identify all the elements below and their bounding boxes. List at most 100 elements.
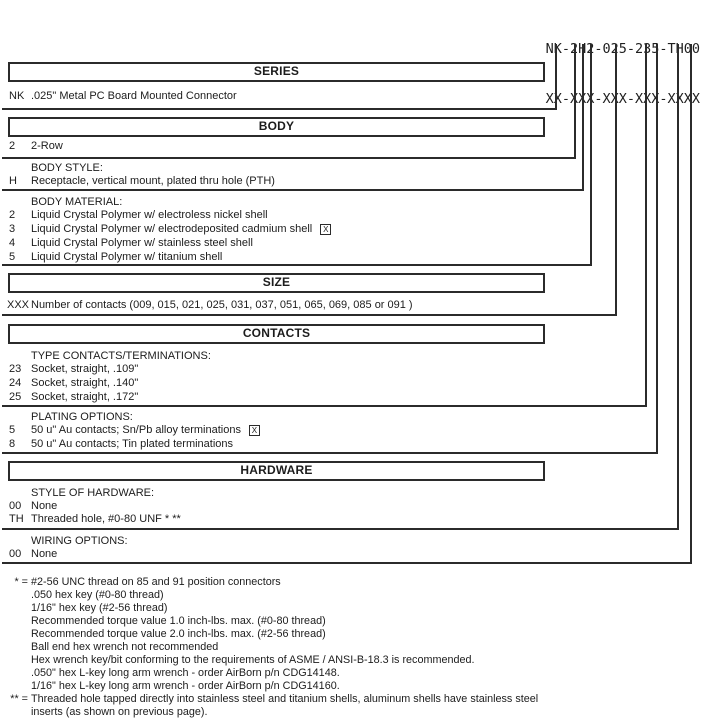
option-code: TH [9, 513, 24, 525]
series-option-row: NK .025" Metal PC Board Mounted Connecto… [0, 90, 702, 103]
option-desc-text: Liquid Crystal Polymer w/ electrodeposit… [31, 223, 313, 235]
option-desc: 2-Row [31, 140, 63, 152]
footnote-text: Hex wrench key/bit conforming to the req… [31, 654, 475, 666]
option-desc: 50 u" Au contacts; Sn/Pb alloy terminati… [31, 424, 260, 436]
footnote-line: .050 hex key (#0-80 thread) [0, 589, 702, 602]
option-code: 23 [9, 363, 22, 375]
connector-line-wiring [2, 44, 692, 564]
part-number-example: NK-2H2-025-235-TH00 [545, 41, 700, 57]
footnote-line: 1/16" hex key (#2-56 thread) [0, 602, 702, 615]
footnote-line: Recommended torque value 2.0 inch-lbs. m… [0, 628, 702, 641]
boxed-x-icon: X [248, 425, 260, 436]
connector-line-body-row [2, 44, 576, 159]
option-code: 5 [9, 424, 16, 436]
footnote-marker: ** = [10, 693, 28, 705]
footnote-line: Recommended torque value 1.0 inch-lbs. m… [0, 615, 702, 628]
footnote-text: inserts (as shown on previous page). [31, 706, 208, 718]
option-code: 00 [9, 500, 22, 512]
part-number-block: NK-2H2-025-235-TH00 XX-XXX-XXX-XXX-XXXX [546, 8, 700, 140]
option-desc: Socket, straight, .140" [31, 377, 139, 389]
option-desc: Liquid Crystal Polymer w/ stainless stee… [31, 237, 253, 249]
footnote-text: .050" hex L-key long arm wrench - order … [31, 667, 340, 679]
footnote-text: .050 hex key (#0-80 thread) [31, 589, 164, 601]
body-material-option-row: 3 Liquid Crystal Polymer w/ electrodepos… [0, 223, 702, 236]
footnote-text: 1/16" hex L-key long arm wrench - order … [31, 680, 340, 692]
footnote-line: Hex wrench key/bit conforming to the req… [0, 654, 702, 667]
hardware-title: HARDWARE [240, 463, 313, 477]
footnote-text: Threaded hole tapped directly into stain… [31, 693, 539, 705]
footnote-text: Recommended torque value 1.0 inch-lbs. m… [31, 615, 326, 627]
option-code: 8 [9, 438, 16, 450]
size-title: SIZE [262, 275, 291, 289]
contacts-type-label: TYPE CONTACTS/TERMINATIONS: [31, 350, 211, 362]
option-code: 3 [9, 223, 16, 235]
option-desc: Number of contacts (009, 015, 021, 025, … [31, 299, 413, 311]
connector-line-body-material [2, 44, 592, 266]
option-desc: Liquid Crystal Polymer w/ electroless ni… [31, 209, 268, 221]
hardware-style-option-row: TH Threaded hole, #0-80 UNF * ** [0, 513, 702, 526]
body-title: BODY [258, 119, 295, 133]
contacts-title: CONTACTS [242, 326, 311, 340]
option-desc-text: 50 u" Au contacts; Sn/Pb alloy terminati… [31, 424, 241, 436]
connector-line-series [2, 44, 557, 110]
body-style-label: BODY STYLE: [31, 162, 103, 174]
footnote-marker: * = [14, 576, 28, 588]
connector-line-contacts-type [2, 44, 647, 407]
body-option-row: 2 2-Row [0, 140, 702, 153]
option-desc: Receptacle, vertical mount, plated thru … [31, 175, 275, 187]
contacts-type-option-row: 24 Socket, straight, .140" [0, 377, 702, 390]
wiring-options-label: WIRING OPTIONS: [31, 535, 128, 547]
body-header: BODY [8, 117, 545, 137]
contacts-type-option-row: 23 Socket, straight, .109" [0, 363, 702, 376]
size-option-row: XXX Number of contacts (009, 015, 021, 0… [0, 299, 702, 312]
contacts-type-option-row: 25 Socket, straight, .172" [0, 391, 702, 404]
option-code: 2 [9, 140, 16, 152]
footnote-text: 1/16" hex key (#2-56 thread) [31, 602, 168, 614]
size-header: SIZE [8, 273, 545, 293]
hardware-header: HARDWARE [8, 461, 545, 481]
hardware-style-option-row: 00 None [0, 500, 702, 513]
plating-options-label: PLATING OPTIONS: [31, 411, 133, 423]
option-code: H [9, 175, 17, 187]
body-material-option-row: 5 Liquid Crystal Polymer w/ titanium she… [0, 251, 702, 264]
option-code: 4 [9, 237, 16, 249]
option-desc: 50 u" Au contacts; Tin plated terminatio… [31, 438, 234, 450]
option-desc: Liquid Crystal Polymer w/ titanium shell [31, 251, 223, 263]
connector-line-size [2, 44, 617, 316]
footnote-text: #2-56 UNC thread on 85 and 91 position c… [31, 576, 281, 588]
connector-line-hardware-style [2, 44, 679, 530]
connector-line-contacts-plating [2, 44, 658, 454]
body-material-option-row: 2 Liquid Crystal Polymer w/ electroless … [0, 209, 702, 222]
connector-line-body-style [2, 44, 584, 191]
option-desc: None [31, 500, 58, 512]
body-material-label: BODY MATERIAL: [31, 196, 123, 208]
footnote-text: Ball end hex wrench not recommended [31, 641, 219, 653]
option-desc: Socket, straight, .172" [31, 391, 139, 403]
option-desc: None [31, 548, 58, 560]
option-desc: .025" Metal PC Board Mounted Connector [31, 90, 237, 102]
footnote-line: .050" hex L-key long arm wrench - order … [0, 667, 702, 680]
option-desc: Threaded hole, #0-80 UNF * ** [31, 513, 181, 525]
contacts-header: CONTACTS [8, 324, 545, 344]
wiring-option-row: 00 None [0, 548, 702, 561]
footnote-line: Ball end hex wrench not recommended [0, 641, 702, 654]
option-code: 00 [9, 548, 22, 560]
option-code: 25 [9, 391, 22, 403]
plating-option-row: 8 50 u" Au contacts; Tin plated terminat… [0, 438, 702, 451]
footnote-line: 1/16" hex L-key long arm wrench - order … [0, 680, 702, 693]
footnote-line: inserts (as shown on previous page). [0, 706, 702, 719]
option-desc: Socket, straight, .109" [31, 363, 139, 375]
option-code: 24 [9, 377, 22, 389]
option-code: XXX [7, 299, 30, 311]
boxed-x-icon: X [320, 224, 332, 235]
plating-option-row: 5 50 u" Au contacts; Sn/Pb alloy termina… [0, 424, 702, 437]
series-header: SERIES [8, 62, 545, 82]
body-material-option-row: 4 Liquid Crystal Polymer w/ stainless st… [0, 237, 702, 250]
footnote-line: ** = Threaded hole tapped directly into … [0, 693, 702, 706]
body-style-option-row: H Receptacle, vertical mount, plated thr… [0, 175, 702, 188]
option-code: NK [9, 90, 25, 102]
footnote-text: Recommended torque value 2.0 inch-lbs. m… [31, 628, 326, 640]
footnote-line: * = #2-56 UNC thread on 85 and 91 positi… [0, 576, 702, 589]
